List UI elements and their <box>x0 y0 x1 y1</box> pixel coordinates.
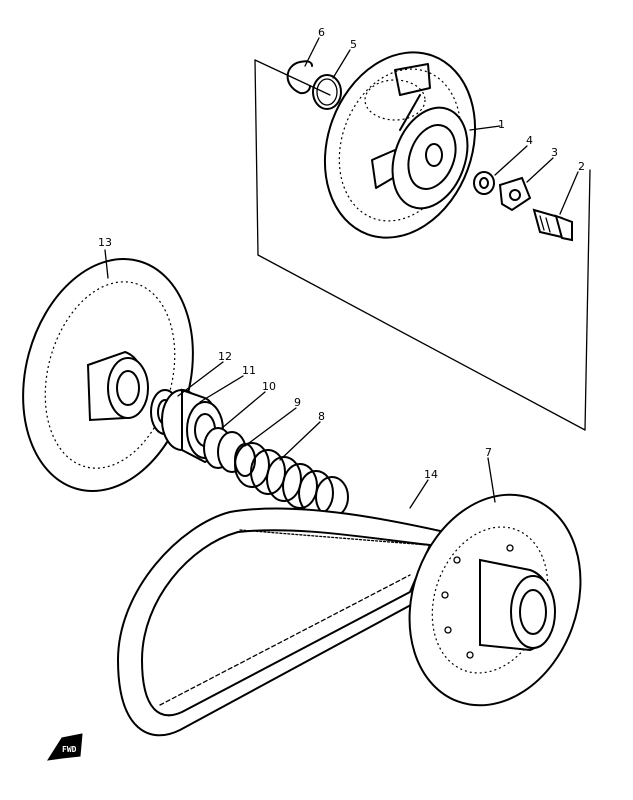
callout-1: 1 <box>498 118 505 131</box>
callout-9: 9 <box>294 396 301 409</box>
circlip-part-6 <box>286 60 313 95</box>
ring-part-5 <box>312 74 342 110</box>
cam-weight-upper <box>394 63 431 96</box>
callout-10: 10 <box>262 380 276 393</box>
bolt-part-2 <box>532 208 573 242</box>
forward-marker-label: FWD <box>62 745 77 754</box>
callout-2: 2 <box>578 160 585 173</box>
callout-8: 8 <box>318 410 325 423</box>
sheave-part-13 <box>22 258 194 492</box>
callout-13: 13 <box>98 236 112 249</box>
callout-5: 5 <box>350 38 357 51</box>
callout-3: 3 <box>551 146 558 159</box>
forward-arrow-icon: FWD <box>46 733 83 761</box>
hub-bore <box>425 143 443 167</box>
primary-sheave-assembly <box>323 51 477 239</box>
leader-lines <box>104 37 579 509</box>
vbelt-part-14 <box>116 507 447 737</box>
secondary-sheave-part-7 <box>408 493 582 707</box>
lock-plate-part-3 <box>498 176 532 212</box>
washer-part-4 <box>473 171 495 195</box>
callout-14: 14 <box>424 468 438 481</box>
callout-6: 6 <box>318 26 325 39</box>
callout-7: 7 <box>485 446 492 459</box>
callout-4: 4 <box>526 134 533 147</box>
callout-11: 11 <box>242 364 256 377</box>
callout-12: 12 <box>218 350 232 363</box>
